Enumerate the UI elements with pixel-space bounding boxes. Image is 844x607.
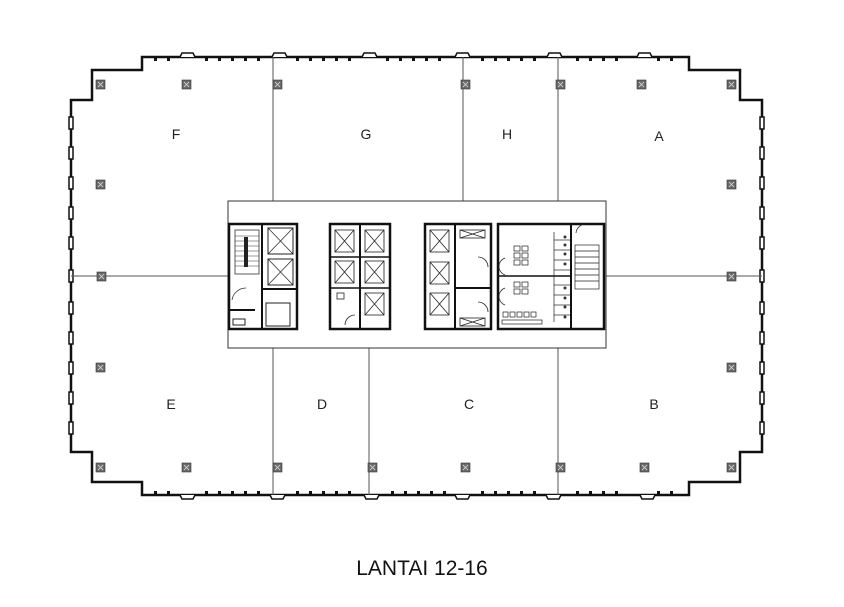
column-icon [95, 79, 106, 90]
structural-columns [95, 79, 737, 473]
column-icon [272, 79, 283, 90]
column-icon [726, 271, 737, 282]
column-icon [367, 462, 378, 473]
column-icon [181, 79, 192, 90]
column-icon [95, 362, 106, 373]
column-icon [726, 79, 737, 90]
facade-bays [179, 52, 656, 500]
column-icon [555, 79, 566, 90]
column-icon [460, 462, 471, 473]
unit-label-g: G [360, 126, 372, 142]
unit-label-f: F [171, 126, 181, 142]
unit-label-a: A [654, 128, 664, 144]
column-icon [555, 462, 566, 473]
unit-label-d: D [316, 396, 328, 412]
unit-label-h: H [501, 126, 513, 142]
unit-label-b: B [649, 396, 659, 412]
facade-mullions [154, 57, 673, 495]
column-icon [726, 179, 737, 190]
column-icon [636, 79, 647, 90]
column-icon [726, 362, 737, 373]
unit-label-c: C [463, 396, 475, 412]
unit-label-e: E [166, 396, 176, 412]
column-icon [96, 271, 107, 282]
column-icon [272, 462, 283, 473]
column-icon [95, 462, 106, 473]
building-envelope [69, 55, 764, 497]
toilet-stair-block [496, 222, 606, 331]
column-icon [726, 462, 737, 473]
service-core [227, 200, 607, 349]
column-icon [460, 79, 471, 90]
column-icon [181, 462, 192, 473]
column-icon [95, 179, 106, 190]
column-icon [639, 462, 650, 473]
lift-bank-east [423, 222, 493, 331]
floor-title: LANTAI 12-16 [356, 557, 488, 580]
lift-bank-middle [328, 222, 392, 331]
stair-lift-block-west [227, 222, 299, 331]
